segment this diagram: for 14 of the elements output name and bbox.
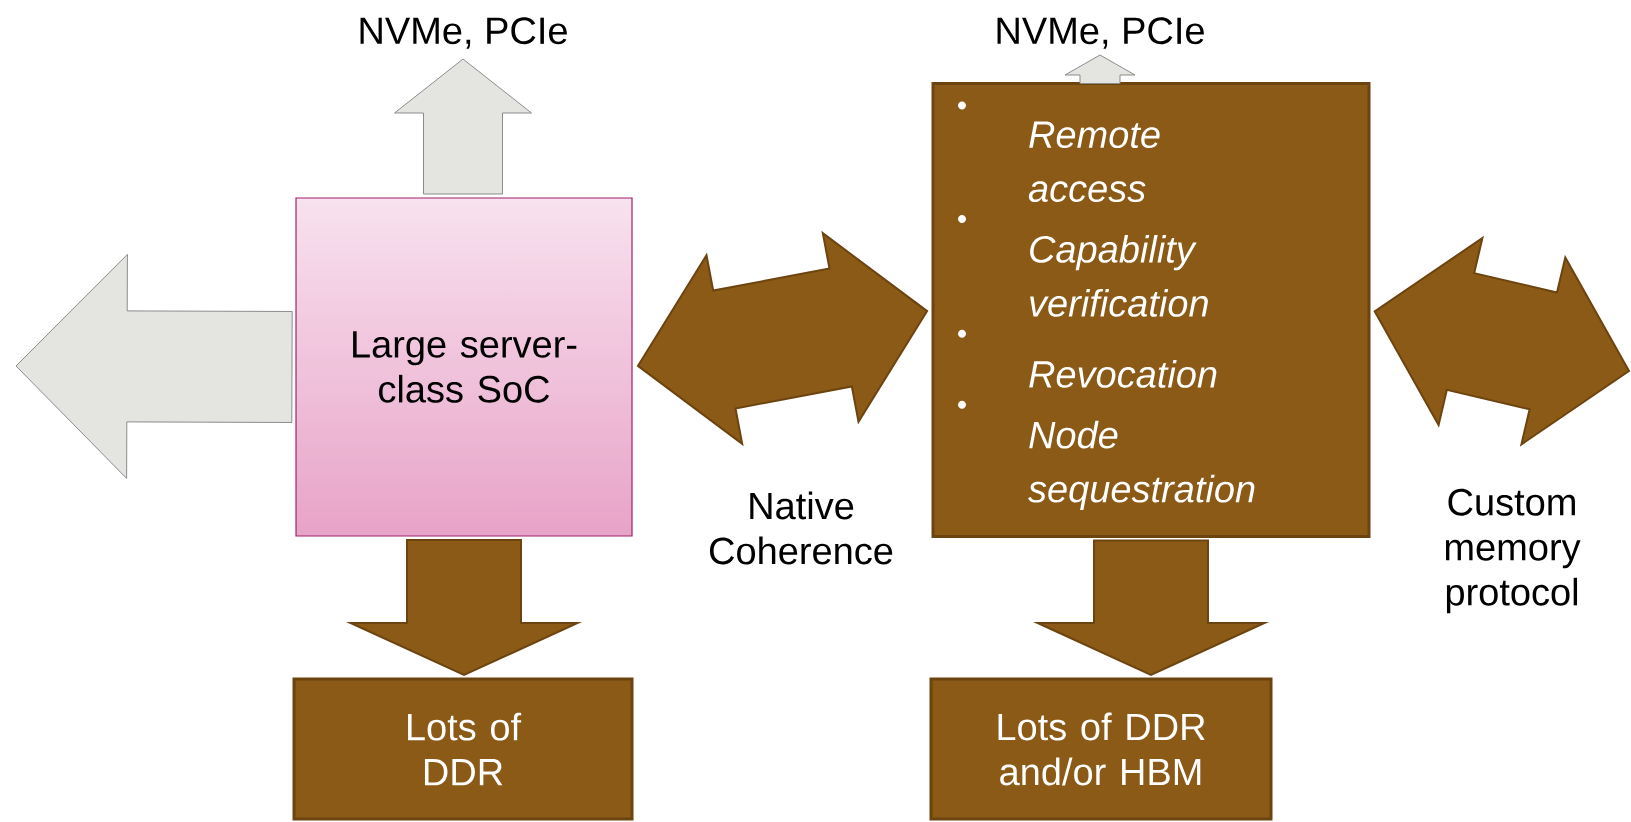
block-arrow [1032, 539, 1270, 677]
interface-label: NVMe, PCIe [360, 17, 567, 49]
block-arrow [345, 539, 583, 677]
soc-box: Large server-class SoC [295, 197, 633, 537]
interface-label: NVMe, PCIe [997, 17, 1204, 49]
block-arrow [394, 58, 532, 195]
edge-label: Native Coherence [710, 491, 893, 565]
edge-label: Custom memory protocol [1445, 488, 1581, 614]
block-arrow [1064, 54, 1136, 84]
block-arrow [636, 230, 929, 447]
block-arrow [15, 253, 293, 479]
memory-box: Lots of DDR [292, 677, 634, 821]
memory-box: Lots of DDR and/or HBM [929, 677, 1273, 821]
feature-box: Remote access Capability verification Revocation Node sequestration [931, 82, 1371, 538]
